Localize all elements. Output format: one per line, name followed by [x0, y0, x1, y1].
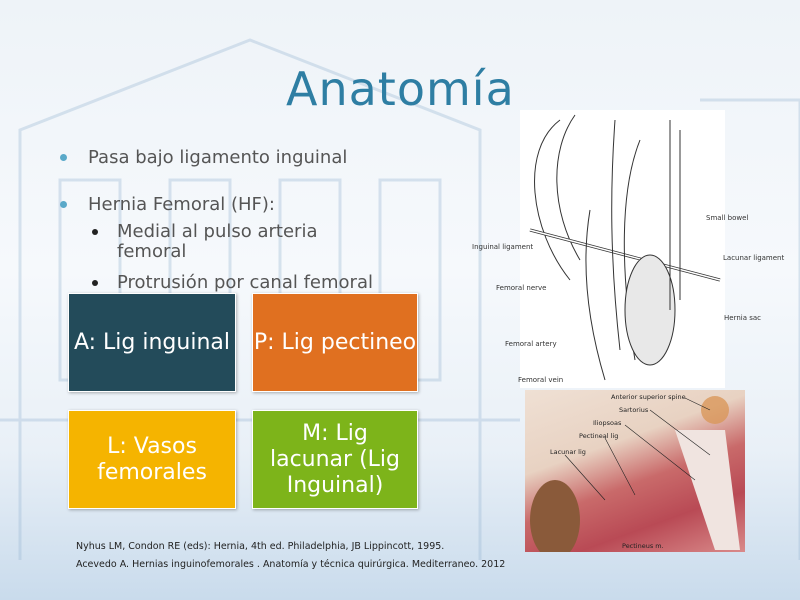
photo-drawing	[530, 396, 740, 552]
sub-bullet-1: Medial al pulso arteria femoral	[92, 222, 377, 262]
label-sartorius: Sartorius	[619, 406, 649, 414]
slide-title: Anatomía	[286, 62, 515, 116]
label-femoral-nerve: Femoral nerve	[496, 284, 547, 292]
label-lacunar-ligament: Lacunar ligament	[723, 254, 785, 262]
box-medial: M: Lig lacunar (Lig Inguinal)	[252, 410, 418, 509]
label-femoral-vein: Femoral vein	[518, 376, 564, 384]
reference-1: Nyhus LM, Condon RE (eds): Hernia, 4th e…	[76, 541, 445, 552]
bullet-2: Hernia Femoral (HF):	[60, 194, 275, 215]
label-iliopsoas: Iliopsoas	[593, 419, 622, 427]
bullet-1: Pasa bajo ligamento inguinal	[59, 147, 348, 168]
diagram-drawing	[529, 114, 721, 381]
label-lacunar-lig: Lacunar lig	[550, 448, 586, 456]
label-femoral-artery: Femoral artery	[505, 340, 557, 348]
box-anterior: A: Lig inguinal	[68, 293, 236, 392]
anatomy-photo: Anterior superior spine Sartorius Iliops…	[525, 390, 745, 552]
label-pectineal-lig: Pectineal lig	[579, 432, 619, 440]
label-pectineus: Pectineus m.	[622, 542, 664, 550]
sub-bullet-2: Protrusión por canal femoral	[92, 273, 377, 293]
label-small-bowel: Small bowel	[706, 214, 749, 222]
label-inguinal-ligament: Inguinal ligament	[472, 243, 534, 251]
label-anterior-superior-spine: Anterior superior spine	[611, 393, 686, 401]
box-lateral: L: Vasos femorales	[68, 410, 236, 509]
box-posterior: P: Lig pectineo	[252, 293, 418, 392]
anatomy-diagram	[520, 110, 725, 388]
label-hernia-sac: Hernia sac	[724, 314, 762, 322]
reference-2: Acevedo A. Hernias inguinofemorales . An…	[76, 559, 506, 570]
